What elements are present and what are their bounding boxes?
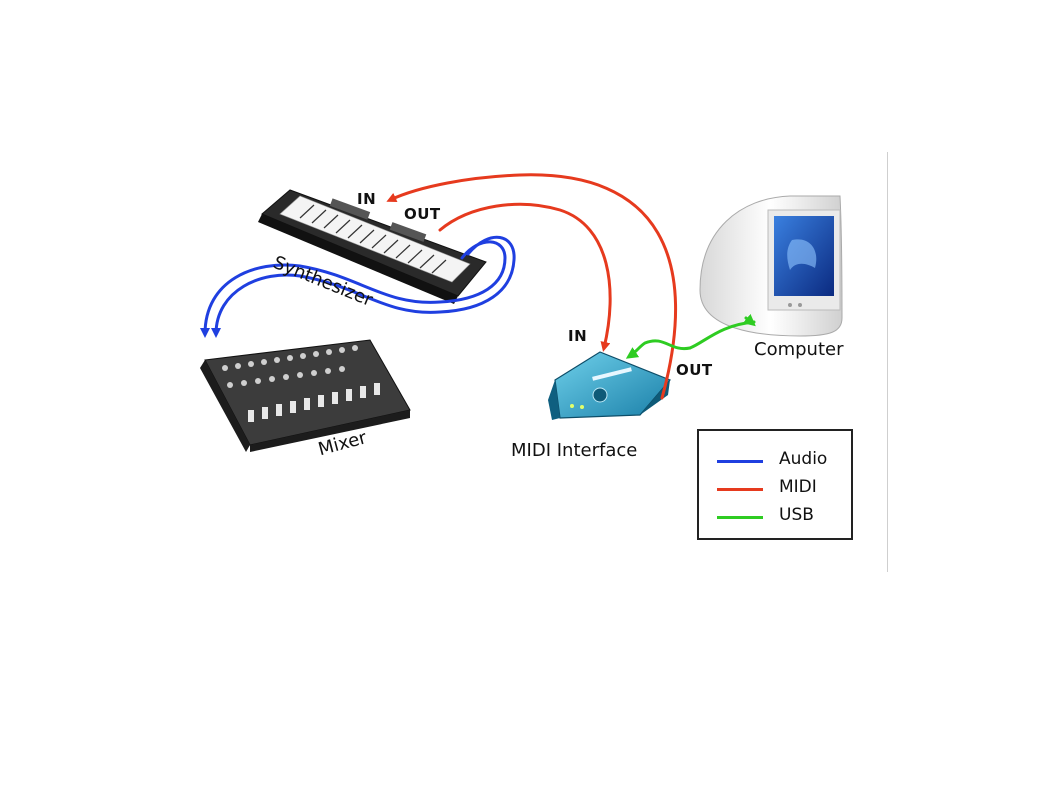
midi-interface-label: MIDI Interface xyxy=(511,440,638,461)
audio-cables xyxy=(200,235,516,338)
interface-out-label: OUT xyxy=(676,361,713,379)
midi-interface-image xyxy=(548,351,672,420)
midi-cables xyxy=(386,173,678,400)
mixer-image xyxy=(200,339,411,452)
legend-label-audio: Audio xyxy=(779,449,828,469)
legend-swatch-audio xyxy=(717,460,763,463)
legend-item-usb: USB xyxy=(699,505,851,529)
legend-item-midi: MIDI xyxy=(699,477,851,501)
legend-swatch-usb xyxy=(717,516,763,519)
synth-out-label: OUT xyxy=(404,205,441,223)
interface-in-label: IN xyxy=(568,327,588,345)
synth-in-label: IN xyxy=(357,190,377,208)
synthesizer-image xyxy=(258,189,487,304)
divider-line xyxy=(887,152,888,572)
legend-label-midi: MIDI xyxy=(779,477,817,497)
usb-cable xyxy=(625,313,756,359)
legend-swatch-midi xyxy=(717,488,763,491)
legend-item-audio: Audio xyxy=(699,449,851,473)
legend-label-usb: USB xyxy=(779,505,814,525)
computer-label: Computer xyxy=(754,339,844,360)
legend: Audio MIDI USB xyxy=(697,429,853,540)
computer-image xyxy=(699,195,843,337)
